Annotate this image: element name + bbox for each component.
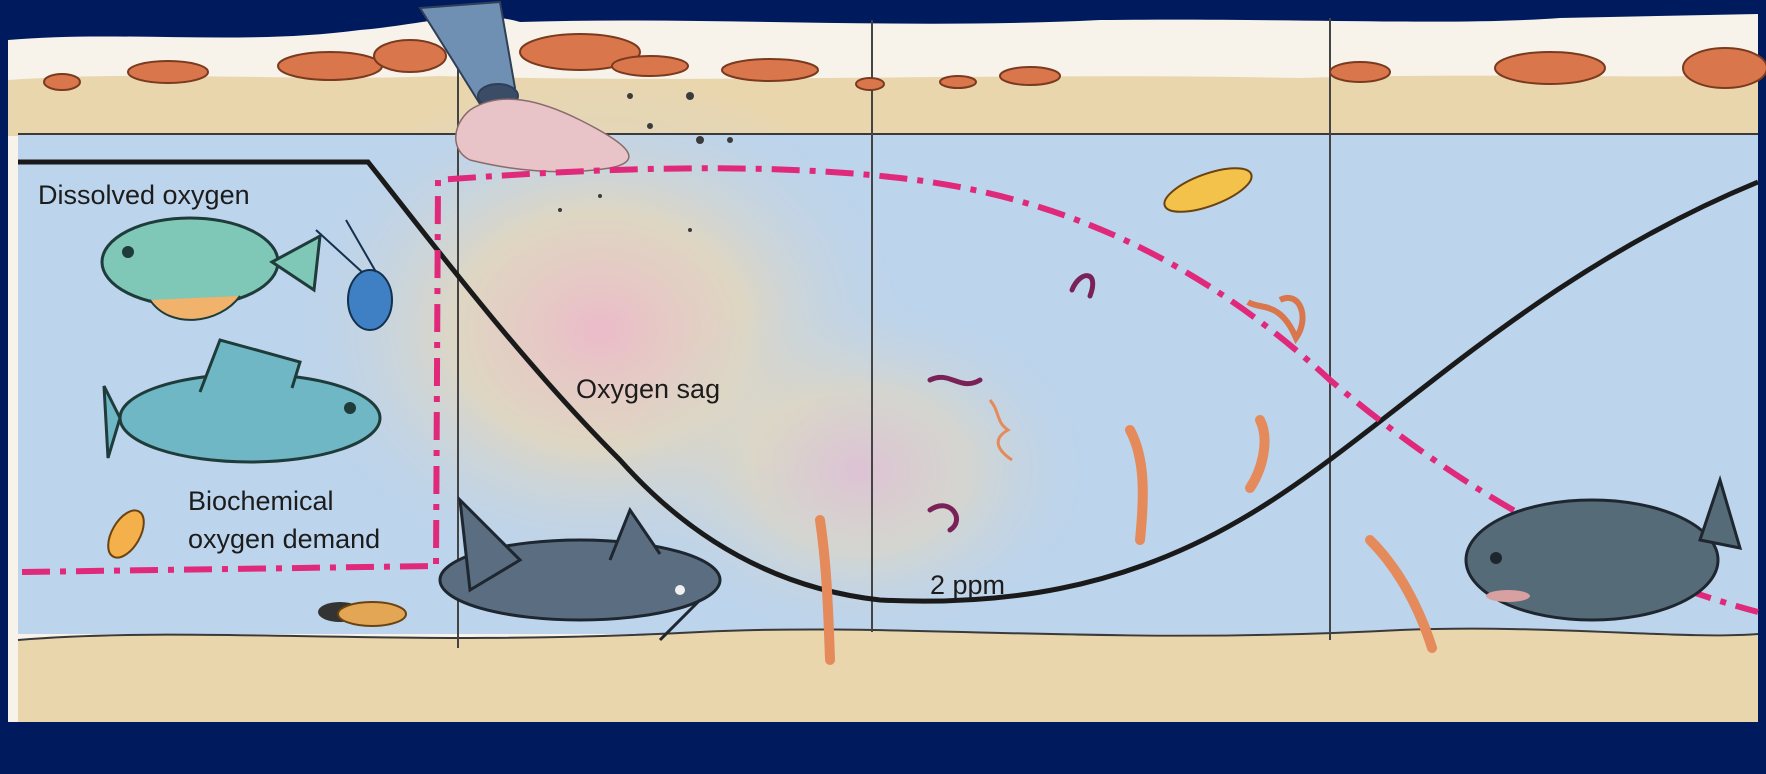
dissolved-oxygen-label: Dissolved oxygen [38, 180, 250, 212]
minimum-oxygen-label: 2 ppm [930, 570, 1005, 602]
scene-panel [8, 2, 1766, 722]
bod-label-line-1: Biochemical [188, 486, 334, 518]
oxygen-sag-label: Oxygen sag [576, 374, 720, 406]
bod-label-line-2: oxygen demand [188, 524, 380, 556]
stream-bed [18, 629, 1758, 722]
